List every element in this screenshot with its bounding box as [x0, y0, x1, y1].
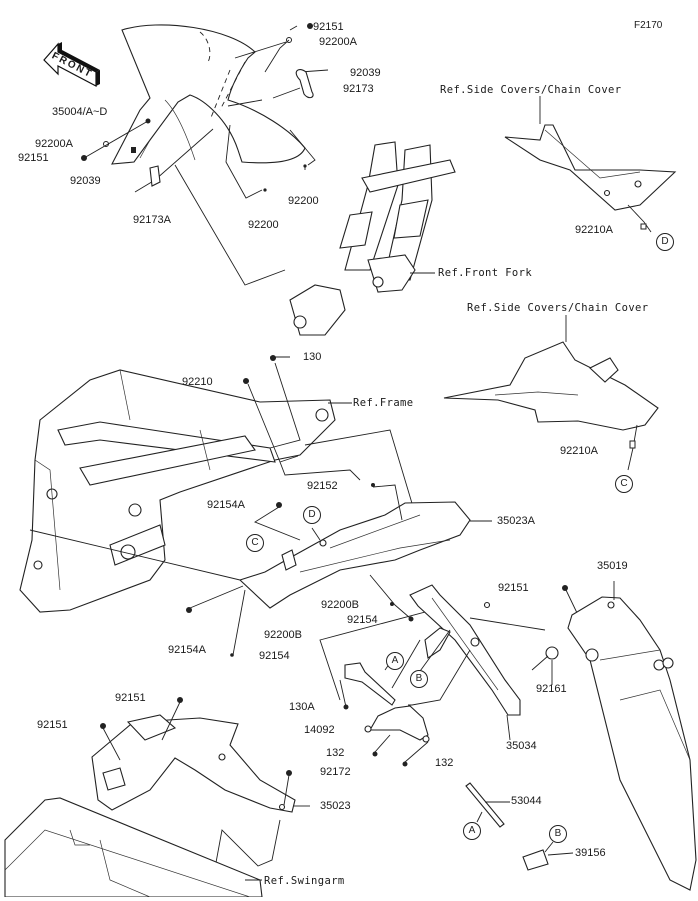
part-label-92173[interactable]: 92173: [343, 83, 374, 95]
callout-a-rod: A: [463, 822, 481, 840]
front-arrow-icon: [43, 42, 100, 87]
ref-side-covers-top[interactable]: Ref.Side Covers/Chain Cover: [440, 84, 622, 96]
inner-fender-part: [91, 714, 296, 813]
part-label-92200-b[interactable]: 92200: [288, 195, 319, 207]
frame-part: [19, 369, 336, 613]
part-label-92200A-left[interactable]: 92200A: [35, 138, 73, 150]
part-label-92151-bl2[interactable]: 92151: [37, 719, 68, 731]
side-cover-upper-part: [504, 124, 677, 211]
callout-c-mid: C: [246, 534, 264, 552]
part-label-53044[interactable]: 53044: [511, 795, 542, 807]
part-label-92151-left[interactable]: 92151: [18, 152, 49, 164]
part-label-92154-left[interactable]: 92154: [259, 650, 290, 662]
part-label-92154-right[interactable]: 92154: [347, 614, 378, 626]
ref-side-covers-mid[interactable]: Ref.Side Covers/Chain Cover: [467, 302, 649, 314]
part-label-130[interactable]: 130: [303, 351, 322, 363]
part-label-92152[interactable]: 92152: [307, 480, 338, 492]
part-label-92200A[interactable]: 92200A: [319, 36, 357, 48]
part-label-92154A-top[interactable]: 92154A: [207, 499, 245, 511]
part-label-92161[interactable]: 92161: [536, 683, 567, 695]
front-fender-part: [111, 24, 306, 165]
part-label-132-left[interactable]: 132: [326, 747, 345, 759]
part-label-92200B-right[interactable]: 92200B: [321, 599, 359, 611]
part-label-92210A-top[interactable]: 92210A: [575, 224, 613, 236]
part-label-35023[interactable]: 35023: [320, 800, 351, 812]
part-label-14092[interactable]: 14092: [304, 724, 335, 736]
part-label-35004[interactable]: 35004/A~D: [52, 106, 108, 118]
callout-d-cover: D: [656, 233, 674, 251]
part-label-130A[interactable]: 130A: [289, 701, 315, 713]
callout-b-bracket: B: [410, 670, 428, 688]
part-label-92200B-left[interactable]: 92200B: [264, 629, 302, 641]
tail-cowl-part: [238, 501, 471, 609]
license-bracket-part: [344, 662, 430, 743]
part-label-92151[interactable]: 92151: [313, 21, 344, 33]
part-label-132-right[interactable]: 132: [435, 757, 454, 769]
part-label-35019[interactable]: 35019: [597, 560, 628, 572]
part-label-39156[interactable]: 39156: [575, 847, 606, 859]
figure-id: F2170: [634, 20, 663, 31]
part-label-35023A[interactable]: 35023A: [497, 515, 535, 527]
cap-part: [522, 849, 549, 871]
part-label-92210A-mid[interactable]: 92210A: [560, 445, 598, 457]
side-cover-middle-part: [443, 341, 659, 431]
part-label-92173A[interactable]: 92173A: [133, 214, 171, 226]
part-label-92039[interactable]: 92039: [350, 67, 381, 79]
ref-swingarm[interactable]: Ref.Swingarm: [264, 875, 345, 887]
swingarm-part: [4, 797, 263, 898]
part-label-92151-bl1[interactable]: 92151: [115, 692, 146, 704]
ref-frame[interactable]: Ref.Frame: [353, 397, 414, 409]
part-label-92210[interactable]: 92210: [182, 376, 213, 388]
callout-d-mid: D: [303, 506, 321, 524]
ref-front-fork[interactable]: Ref.Front Fork: [438, 267, 533, 279]
rear-fender-part: [567, 596, 697, 891]
part-label-92154A-bottom[interactable]: 92154A: [168, 644, 206, 656]
callout-b-cap: B: [549, 825, 567, 843]
rod-part: [465, 782, 505, 828]
part-label-35034[interactable]: 35034: [506, 740, 537, 752]
part-label-92172[interactable]: 92172: [320, 766, 351, 778]
part-label-92200-a[interactable]: 92200: [248, 219, 279, 231]
part-label-92039-left[interactable]: 92039: [70, 175, 101, 187]
front-fork-part: [289, 141, 456, 336]
part-label-92151-right[interactable]: 92151: [498, 582, 529, 594]
callout-a-bracket: A: [386, 652, 404, 670]
callout-c-cover: C: [615, 475, 633, 493]
rear-bracket-part: [409, 584, 521, 716]
